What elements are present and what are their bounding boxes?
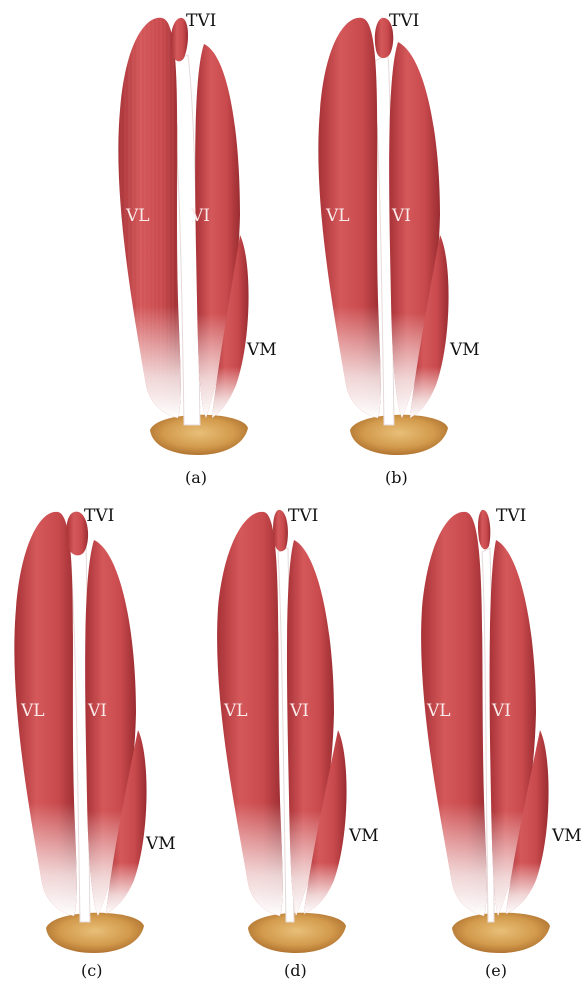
patella-icon [452,913,550,953]
vl-label: VL [426,701,451,721]
vi-label: VI [87,701,107,721]
patella-icon [46,913,144,953]
vi-label: VI [289,701,309,721]
tvi-label: TVI [84,506,114,526]
vl-label: VL [20,701,45,721]
panel-e: TVI VL VI VM (e) [421,506,582,980]
vm-label: VM [145,834,176,854]
tvi-label: TVI [389,11,419,31]
panel-a: TVI VL VI VM (a) [118,11,276,487]
patella-icon [350,415,448,455]
panel-d: TVI VL VI VM (d) [217,506,379,980]
vm-label: VM [246,340,277,360]
panel-caption: (d) [284,961,307,980]
vi-label: VI [190,206,210,226]
vm-label: VM [449,340,480,360]
vl-label: VL [223,701,248,721]
tensor-vastus-intermedius-muscle [273,510,288,551]
panel-caption: (b) [385,468,408,487]
tvi-label: TVI [288,506,318,526]
vi-label: VI [491,701,511,721]
vi-label: VI [391,206,411,226]
vl-label: VL [125,206,150,226]
panel-caption: (e) [485,961,507,980]
patella-icon [248,913,346,953]
tvi-label: TVI [496,506,526,526]
panel-caption: (a) [185,468,207,487]
panel-c: TVI VL VI VM (c) [14,506,175,980]
panel-caption: (c) [81,961,102,980]
tensor-vastus-intermedius-muscle [478,510,490,549]
vm-label: VM [551,826,582,846]
panel-b: TVI VL VI VM (b) [318,11,479,487]
vl-label: VL [325,206,350,226]
vm-label: VM [348,826,379,846]
tvi-label: TVI [186,11,216,31]
